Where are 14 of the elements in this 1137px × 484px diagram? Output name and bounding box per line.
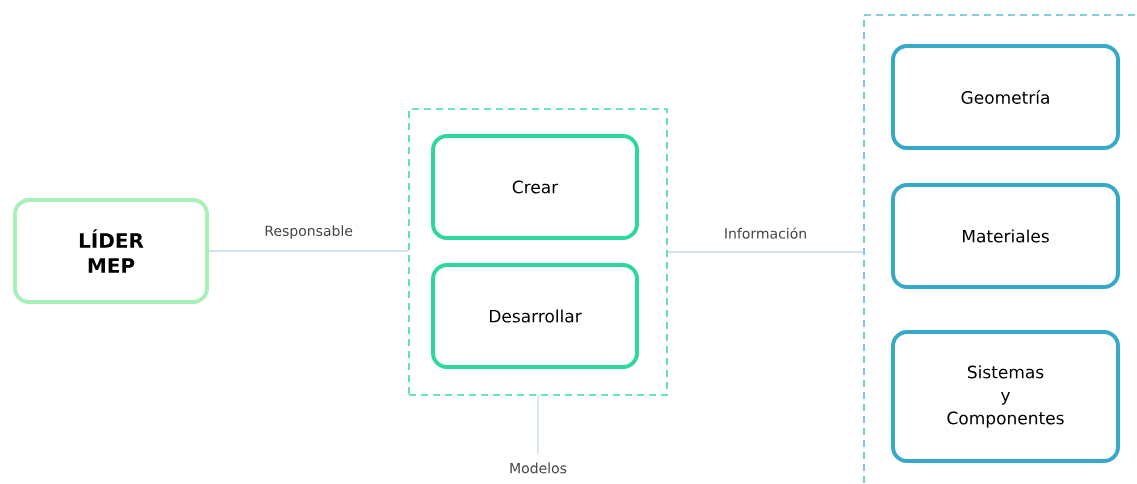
connector-line [667,251,864,253]
rounded-box: Desarrollar [431,263,639,369]
rounded-box: Crear [431,134,639,240]
text-label: Modelos [510,462,567,474]
edge-label: Información [722,226,809,240]
edge-label: Responsable [263,224,354,240]
rounded-box: LÍDER MEP [13,198,209,304]
rounded-box: Sistemas y Componentes [891,330,1120,463]
rounded-box: Geometría [891,44,1120,150]
dashed-group-frame [408,108,668,396]
connector-line [537,395,539,455]
connector-line [208,250,409,252]
dashed-group-frame [863,14,1137,484]
rounded-box: Materiales [891,183,1120,289]
